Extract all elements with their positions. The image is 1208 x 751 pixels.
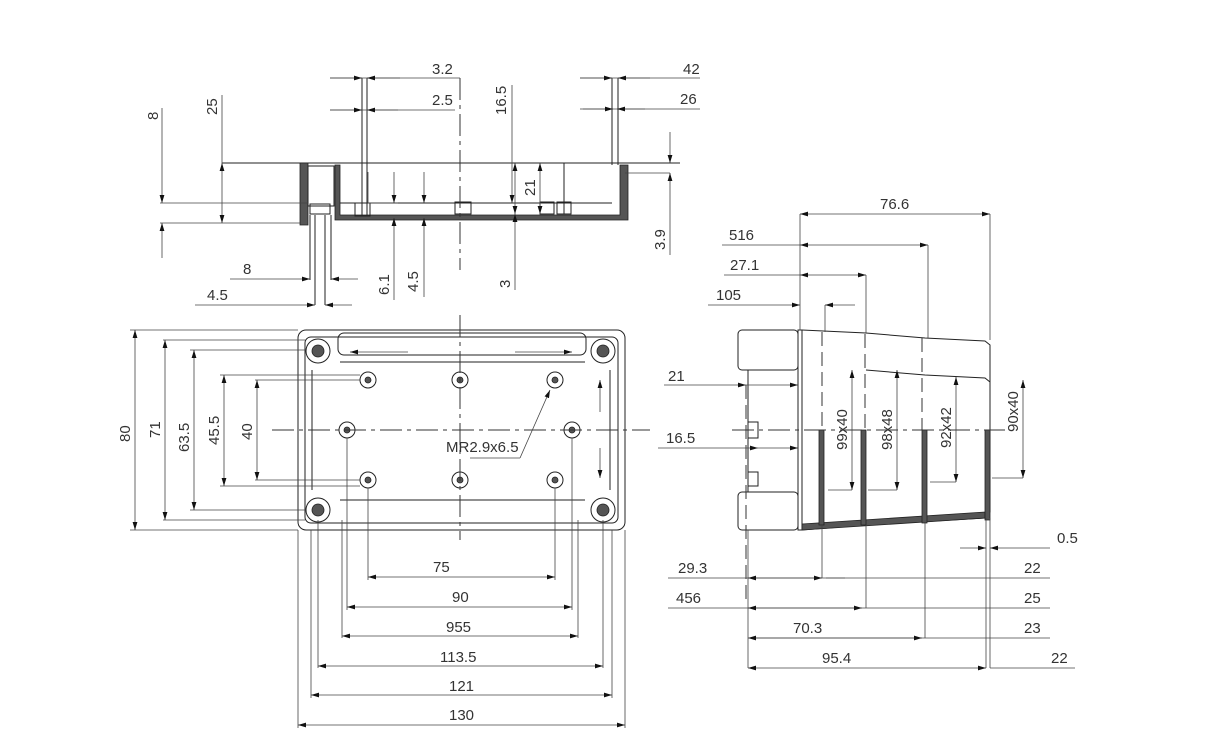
dim-label: 63.5 [176, 423, 193, 452]
dim-label: 2.5 [432, 92, 453, 109]
dim-label: 29.3 [678, 560, 707, 577]
dim-label: 21 [668, 368, 685, 385]
dim-label: 45.5 [206, 416, 223, 445]
dim-label: 21 [522, 179, 539, 196]
dim-label: 27.1 [730, 257, 759, 274]
dim-label: 22 [1051, 650, 1068, 667]
dim-label: 8 [145, 112, 162, 120]
dim-label: 456 [676, 590, 701, 607]
dim-label: 92x42 [938, 407, 955, 448]
dim-label: 0.5 [1057, 530, 1078, 547]
dim-label: 113.5 [440, 649, 476, 666]
dim-label: 98x48 [879, 409, 896, 450]
dim-label: 76.6 [880, 196, 909, 213]
dim-label: 25 [204, 98, 221, 115]
dim-label: 40 [239, 423, 256, 440]
section-view: 3.2 2.5 42 26 16.5 8 25 21 3.9 8 4.5 6.1… [145, 61, 700, 308]
dim-label: 23 [1024, 620, 1041, 637]
dim-label: 80 [117, 425, 134, 442]
dim-label: 16.5 [666, 430, 695, 447]
dim-label: 16.5 [493, 86, 510, 115]
dim-label: 6.1 [376, 274, 393, 295]
dim-label: 42 [683, 61, 700, 78]
dim-label: 516 [729, 227, 754, 244]
dim-label: 3.9 [652, 229, 669, 250]
dim-label: 121 [449, 678, 474, 695]
dim-label: 90 [452, 589, 469, 606]
dim-label: 25 [1024, 590, 1041, 607]
dim-label: 26 [680, 91, 697, 108]
dim-label: 130 [449, 707, 474, 724]
side-view: 99x40 98x48 92x42 90x40 76.6 516 27.1 10… [658, 196, 1078, 671]
dim-label: 22 [1024, 560, 1041, 577]
dim-label: 8 [243, 261, 251, 278]
front-view: MR2.9x6.5 80 71 63.5 45.5 40 [117, 315, 650, 728]
screw-note: MR2.9x6.5 [446, 439, 519, 456]
dim-label: 75 [433, 559, 450, 576]
dim-label: 90x40 [1005, 391, 1022, 432]
dim-label: 95.4 [822, 650, 851, 667]
dim-label: 3.2 [432, 61, 453, 78]
dim-label: 70.3 [793, 620, 822, 637]
dim-label: 105 [716, 287, 741, 304]
dim-label: 4.5 [207, 287, 228, 304]
dim-label: 71 [147, 421, 164, 438]
dim-label: 4.5 [405, 271, 422, 292]
dim-label: 955 [446, 619, 471, 636]
dim-label: 99x40 [834, 409, 851, 450]
dim-label: 3 [497, 280, 514, 288]
